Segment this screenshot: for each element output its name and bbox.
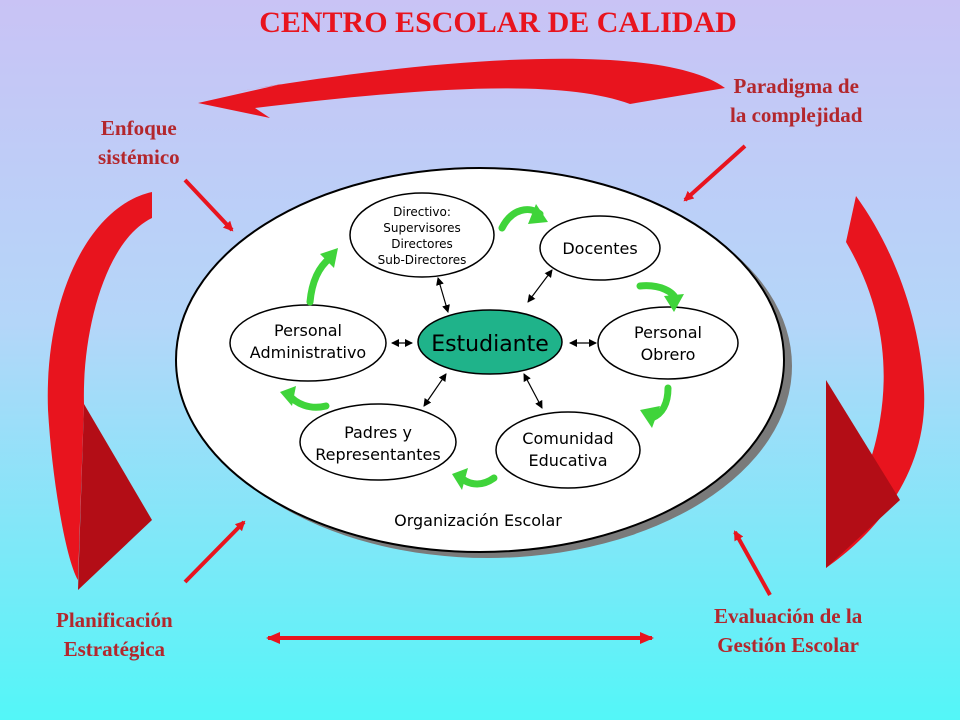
green-arrow-docentes-obrero [636, 282, 684, 312]
node-directivo-line: Directores [391, 237, 453, 251]
label-line: sistémico [98, 145, 180, 170]
node-padres-line: Representantes [315, 445, 440, 464]
pointer-arrow-bottom-left [183, 520, 246, 584]
node-directivo-line: Directivo: [393, 205, 451, 219]
pointer-arrow-bottom-right [733, 530, 772, 596]
label-line: Estratégica [63, 637, 166, 662]
green-arrow-comunidad-padres [452, 468, 498, 490]
cycle-arrow-left [47, 192, 152, 580]
node-comunidad-line: Educativa [529, 451, 608, 470]
node-personal-obrero: Personal Obrero [597, 306, 739, 380]
node-padres-line: Padres y [344, 423, 412, 442]
organization-label: Organización Escolar [394, 511, 562, 530]
connector-center-directivo [436, 277, 450, 313]
node-directivo: Directivo: Supervisores Directores Sub-D… [349, 192, 495, 278]
node-docentes-label: Docentes [562, 239, 637, 258]
node-personal-obrero-line: Obrero [641, 345, 696, 364]
node-padres-representantes: Padres y Representantes [299, 403, 457, 481]
cycle-arrow-right [826, 196, 925, 568]
node-comunidad-line: Comunidad [522, 429, 613, 448]
green-arrow-padres-admin [280, 386, 330, 411]
connector-center-docentes [527, 269, 553, 303]
green-arrow-directivo-docentes [498, 204, 548, 232]
label-line: Evaluación de la [714, 604, 863, 628]
label-evaluacion-gestion: Evaluación de la Gestión Escolar [714, 602, 862, 661]
node-estudiante-label: Estudiante [431, 332, 549, 357]
label-paradigma-complejidad: Paradigma de la complejidad [730, 72, 862, 131]
node-comunidad-educativa: Comunidad Educativa [495, 411, 641, 489]
label-line: Paradigma de [733, 74, 859, 98]
label-planificacion-estrategica: Planificación Estratégica [56, 606, 173, 665]
connector-center-comunidad [523, 373, 543, 409]
page-title: CENTRO ESCOLAR DE CALIDAD [259, 6, 737, 39]
node-docentes: Docentes [539, 215, 661, 281]
cycle-arrow-left-head [78, 404, 152, 590]
label-line: Planificación [56, 608, 173, 632]
pointer-arrow-top-right [683, 144, 747, 202]
label-enfoque-sistemico: Enfoque sistémico [98, 114, 180, 173]
pointer-arrow-top-left [183, 178, 234, 232]
node-directivo-line: Supervisores [383, 221, 461, 235]
cycle-arrow-top [198, 58, 725, 118]
node-personal-obrero-line: Personal [634, 323, 702, 342]
node-admin-line: Personal [274, 321, 342, 340]
green-arrow-admin-directivo [306, 248, 338, 306]
node-admin-line: Administrativo [250, 343, 366, 362]
label-line: Gestión Escolar [717, 633, 859, 658]
node-personal-administrativo: Personal Administrativo [229, 304, 387, 382]
label-line: la complejidad [730, 103, 863, 128]
cycle-arrow-right-head [826, 380, 900, 568]
node-directivo-line: Sub-Directores [378, 253, 467, 267]
label-line: Enfoque [100, 116, 177, 140]
connector-center-padres [423, 373, 447, 407]
green-arrow-obrero-comunidad [640, 384, 672, 428]
node-estudiante: Estudiante [417, 309, 563, 375]
